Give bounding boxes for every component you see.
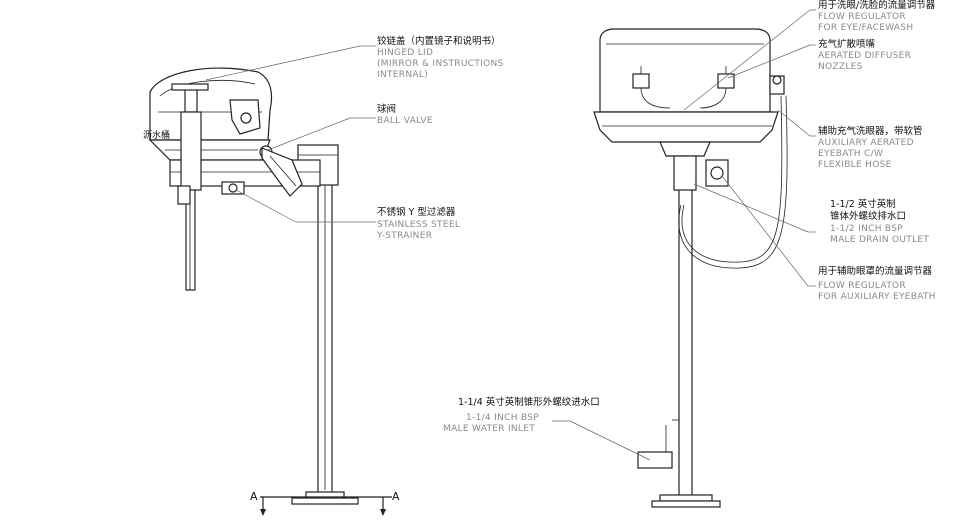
aerated-nozzles-label-en-1: AERATED DIFFUSER bbox=[818, 51, 911, 61]
flow-regulator-eye-label-en-1: FLOW REGULATOR bbox=[818, 12, 906, 22]
y-strainer-label-zh: 不锈钢 Y 型过滤器 bbox=[377, 206, 456, 218]
flow-regulator-aux-label-en-2: FOR AUXILIARY EYEBATH bbox=[818, 292, 936, 302]
drain-outlet-label-zh-1: 1-1/2 英寸英制 bbox=[830, 198, 896, 210]
flow-regulator-eye-label-en-2: FOR EYE/FACEWASH bbox=[818, 23, 913, 33]
aux-eyebath-label-en-2: EYEBATH C/W bbox=[818, 149, 883, 159]
front-view-drawing bbox=[593, 28, 788, 508]
y-strainer-label-en-1: STAINLESS STEEL bbox=[377, 220, 460, 230]
hinged-lid-label-en-1: HINGED LID bbox=[377, 48, 433, 58]
drain-outlet-label-en-1: 1-1/2 INCH BSP bbox=[830, 224, 903, 234]
hinged-lid-label-en-2: (MIRROR & INSTRUCTIONS bbox=[377, 59, 504, 69]
drain-outlet-label-zh-2: 锥体外螺纹排水口 bbox=[830, 210, 906, 222]
ball-valve-label-zh: 球阀 bbox=[377, 103, 396, 115]
drain-bucket-label: 沥水桶 bbox=[143, 129, 170, 141]
aux-eyebath-label-zh: 辅助充气洗眼器，带软管 bbox=[818, 125, 923, 137]
aerated-nozzles-label-en-2: NOZZLES bbox=[818, 62, 863, 72]
side-view-drawing bbox=[148, 67, 392, 516]
section-mark-right: A bbox=[392, 490, 400, 503]
hinged-lid-label-en-3: INTERNAL) bbox=[377, 70, 428, 80]
aux-eyebath-label-en-1: AUXILIARY AERATED bbox=[818, 138, 914, 148]
water-inlet-label-en-1: 1-1/4 INCH BSP bbox=[466, 413, 539, 423]
section-mark-left: A bbox=[250, 490, 258, 503]
hinged-lid-label-zh: 铰链盖（内置镜子和说明书） bbox=[377, 35, 501, 47]
flow-regulator-aux-label-en-1: FLOW REGULATOR bbox=[818, 281, 906, 291]
front-view-leaders bbox=[552, 9, 816, 461]
ball-valve-label-en: BALL VALVE bbox=[377, 116, 433, 126]
water-inlet-label-en-2: MALE WATER INLET bbox=[443, 424, 535, 434]
side-view-leaders bbox=[205, 45, 376, 223]
aux-eyebath-label-en-3: FLEXIBLE HOSE bbox=[818, 160, 892, 170]
drain-outlet-label-en-2: MALE DRAIN OUTLET bbox=[830, 235, 929, 245]
aerated-nozzles-label-zh: 充气扩散喷嘴 bbox=[818, 38, 876, 50]
y-strainer-label-en-2: Y-STRAINER bbox=[376, 231, 432, 241]
flow-regulator-aux-label-zh: 用于辅助眼罩的流量调节器 bbox=[818, 265, 933, 277]
water-inlet-label-zh: 1-1/4 英寸英制锥形外螺纹进水口 bbox=[458, 396, 600, 408]
flow-regulator-eye-label-zh: 用于洗眼/洗脸的流量调节器 bbox=[818, 0, 936, 11]
